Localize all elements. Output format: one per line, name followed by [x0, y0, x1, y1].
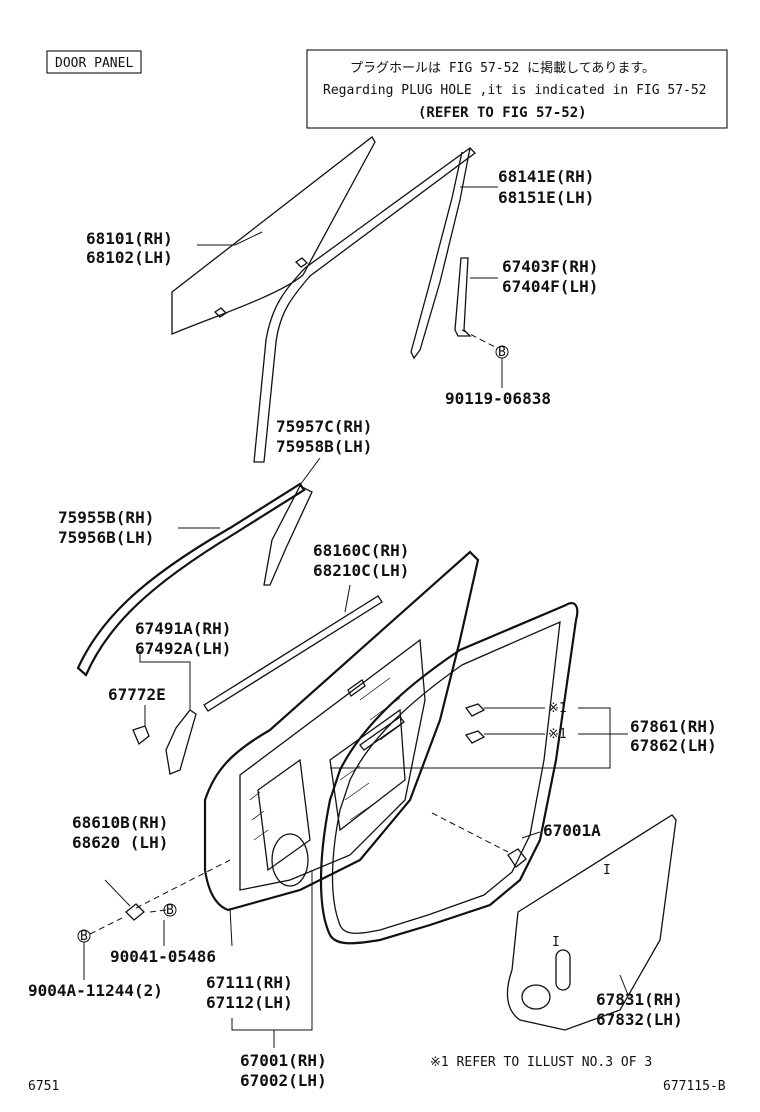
note-line-jp: プラグホールは FIG 57-52 に掲載してあります。	[350, 60, 655, 76]
label-67403f: 67403F(RH)	[502, 257, 598, 276]
door-handles	[347, 679, 405, 751]
footer-left-code: 6751	[28, 1079, 59, 1094]
note-line-en: Regarding PLUG HOLE ,it is indicated in …	[323, 83, 707, 98]
weatherstrip-loop-inner	[331, 620, 561, 934]
outer-belt-shape	[76, 482, 306, 677]
sheet-hole-round	[521, 984, 551, 1010]
lead-67001-bracket	[231, 870, 313, 1031]
refer-illust-note: ※1 REFER TO ILLUST NO.3 OF 3	[430, 1055, 652, 1070]
label-67862: 67862(LH)	[630, 736, 717, 755]
lead-67491	[139, 650, 191, 710]
label-68210c: 68210C(LH)	[313, 561, 409, 580]
lead-68101b	[234, 231, 263, 246]
door-panel-label: DOOR PANEL	[55, 56, 133, 71]
label-67861: 67861(RH)	[630, 717, 717, 736]
door-panel-box	[46, 50, 142, 74]
door-opening-2	[329, 708, 406, 832]
lead-68160	[344, 584, 351, 613]
run-channel-rear	[410, 147, 471, 360]
label-68141e: 68141E(RH)	[498, 167, 594, 186]
marker-b-circle-2	[163, 903, 177, 917]
lead-68610	[104, 879, 131, 907]
label-67832: 67832(LH)	[596, 1010, 683, 1029]
speaker-hole	[271, 833, 309, 887]
label-68610b: 68610B(RH)	[72, 813, 168, 832]
label-67001a: 67001A	[543, 821, 601, 840]
lead-90041-door	[229, 907, 233, 947]
label-67772e: 67772E	[108, 685, 166, 704]
label-68102: 68102(LH)	[86, 248, 173, 267]
label-90119: 90119-06838	[445, 389, 551, 408]
label-68620: 68620 (LH)	[72, 833, 168, 852]
marker-b-2: B	[166, 903, 174, 918]
clip-lower	[464, 730, 486, 744]
hole-cover-sheet	[506, 814, 677, 1031]
check-bolt-68610	[125, 903, 145, 921]
label-75955b: 75955B(RH)	[58, 508, 154, 527]
dash-9004a	[89, 915, 127, 935]
marker-b-1: B	[498, 345, 506, 360]
lead-67861-bracket	[330, 707, 611, 769]
run-channel-shape	[253, 147, 476, 463]
label-75958b: 75958B(LH)	[276, 437, 372, 456]
division-bar-shape	[454, 257, 472, 337]
marker-b-3: B	[80, 929, 88, 944]
label-75957c: 75957C(RH)	[276, 417, 372, 436]
label-68160c: 68160C(RH)	[313, 541, 409, 560]
lead-75957	[299, 457, 321, 486]
label-67002: 67002(LH)	[240, 1071, 327, 1090]
weatherstrip-loop-outer	[319, 602, 579, 945]
glass-clips	[213, 257, 309, 318]
label-67492a: 67492A(LH)	[135, 639, 231, 658]
label-67001: 67001(RH)	[240, 1051, 327, 1070]
label-67111: 67111(RH)	[206, 973, 293, 992]
marker-i-2: I	[552, 935, 560, 950]
plug-hole-note-box	[306, 49, 728, 129]
clip-upper	[464, 703, 486, 717]
belt-moulding-rear	[263, 485, 313, 586]
label-9004a: 9004A-11244(2)	[28, 981, 163, 1000]
marker-i-1: I	[603, 863, 611, 878]
door-shell-outer	[203, 550, 480, 912]
label-68151e: 68151E(LH)	[498, 188, 594, 207]
label-67404f: 67404F(LH)	[502, 277, 598, 296]
sheet-hole-slot	[555, 949, 571, 991]
label-ref1-lower: ※1	[548, 727, 567, 742]
door-opening-1	[257, 758, 311, 872]
dash-90041	[149, 909, 167, 913]
label-67831: 67831(RH)	[596, 990, 683, 1009]
dash-67403-bolt	[461, 329, 498, 349]
clip-67772	[132, 725, 150, 746]
lead-67831	[619, 974, 629, 996]
dash-68610	[135, 859, 231, 909]
grommet-67001a	[507, 848, 527, 868]
label-90041: 90041-05486	[110, 947, 216, 966]
dash-67001a	[431, 812, 509, 853]
door-shell-inner-panel	[239, 638, 426, 891]
inner-weatherstrip-shape	[203, 595, 383, 712]
label-68101: 68101(RH)	[86, 229, 173, 248]
note-refer: (REFER TO FIG 57-52)	[418, 105, 587, 121]
label-75956b: 75956B(LH)	[58, 528, 154, 547]
label-67491a: 67491A(RH)	[135, 619, 231, 638]
moulding-67491	[165, 709, 197, 775]
door-glass-shape	[171, 136, 376, 335]
label-ref1-upper: ※1	[548, 701, 567, 716]
label-67112: 67112(LH)	[206, 993, 293, 1012]
lead-67001a	[521, 831, 541, 839]
footer-right-code: 677115-B	[663, 1079, 726, 1094]
